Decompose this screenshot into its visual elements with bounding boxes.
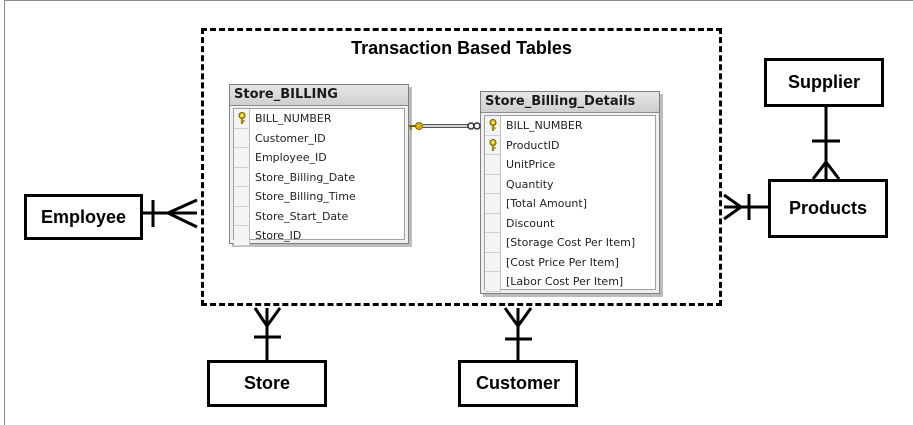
column-name: [Storage Cost Per Item] <box>506 236 636 250</box>
column-row[interactable]: Store_Billing_Time <box>234 187 404 207</box>
products-relationship <box>723 193 768 221</box>
column-selector[interactable] <box>234 226 250 246</box>
column-name: ProductID <box>506 138 560 152</box>
entity-supplier[interactable]: Supplier <box>764 58 884 107</box>
column-selector[interactable] <box>485 233 501 253</box>
entity-customer[interactable]: Customer <box>458 360 578 407</box>
column-row[interactable]: [Total Amount] <box>485 194 655 214</box>
column-selector[interactable] <box>485 194 501 214</box>
column-name: [Total Amount] <box>506 197 587 211</box>
store-relationship <box>253 307 282 360</box>
customer-relationship <box>503 307 533 360</box>
column-selector[interactable] <box>234 128 250 148</box>
entity-employee[interactable]: Employee <box>24 194 143 240</box>
column-name: [Cost Price Per Item] <box>506 255 619 269</box>
column-selector[interactable] <box>485 155 501 175</box>
store-billing-details-table[interactable]: Store_Billing_Details BILL_NUMBER Product… <box>480 91 660 294</box>
supplier-products-relationship <box>811 107 841 180</box>
column-name: Quantity <box>506 177 554 191</box>
transaction-group-boundary <box>201 28 722 306</box>
entity-store[interactable]: Store <box>207 360 327 407</box>
column-name: [Labor Cost Per Item] <box>506 275 624 289</box>
entity-label: Store <box>243 373 290 393</box>
column-name: Discount <box>506 216 555 230</box>
column-row[interactable]: Customer_ID <box>234 128 404 148</box>
column-row[interactable]: BILL_NUMBER <box>485 116 655 136</box>
column-row[interactable]: [Labor Cost Per Item] <box>485 272 655 292</box>
column-name: Store_Billing_Time <box>255 190 356 204</box>
column-row[interactable]: [Cost Price Per Item] <box>485 252 655 272</box>
column-selector[interactable] <box>485 213 501 233</box>
column-row[interactable]: BILL_NUMBER <box>234 109 404 129</box>
column-name: BILL_NUMBER <box>255 112 332 126</box>
table-title: Store_BILLING <box>230 85 408 106</box>
column-list: BILL_NUMBER Customer_ID Employee_ID Store_B… <box>233 108 405 246</box>
column-name: Customer_ID <box>255 131 326 145</box>
column-name: BILL_NUMBER <box>506 119 583 133</box>
column-selector[interactable] <box>485 116 501 136</box>
employee-relationship <box>143 198 198 229</box>
entity-products[interactable]: Products <box>768 179 888 238</box>
column-row[interactable]: Store_ID <box>234 226 404 246</box>
table-relationship-line <box>409 122 481 130</box>
entity-label: Supplier <box>787 72 860 92</box>
column-selector[interactable] <box>485 272 501 292</box>
page-border <box>4 0 913 425</box>
column-row[interactable]: ProductID <box>485 135 655 155</box>
column-row[interactable]: Employee_ID <box>234 148 404 168</box>
column-name: UnitPrice <box>506 158 556 172</box>
column-row[interactable]: [Storage Cost Per Item] <box>485 233 655 253</box>
column-row[interactable]: Store_Billing_Date <box>234 167 404 187</box>
column-selector[interactable] <box>234 187 250 207</box>
table-title: Store_Billing_Details <box>481 92 659 113</box>
column-selector[interactable] <box>234 206 250 226</box>
column-row[interactable]: UnitPrice <box>485 155 655 175</box>
group-title: Transaction Based Tables <box>351 38 572 58</box>
entity-label: Customer <box>475 373 560 393</box>
key-icon <box>238 112 245 125</box>
key-icon <box>489 138 496 151</box>
entity-label: Employee <box>40 206 127 227</box>
column-name: Employee_ID <box>255 151 327 165</box>
column-name: Store_Start_Date <box>255 209 349 223</box>
column-selector[interactable] <box>234 167 250 187</box>
column-selector[interactable] <box>234 148 250 168</box>
entity-label: Products <box>788 198 867 218</box>
column-row[interactable]: Quantity <box>485 174 655 194</box>
column-row[interactable]: Discount <box>485 213 655 233</box>
column-selector[interactable] <box>234 109 250 129</box>
column-selector[interactable] <box>485 174 501 194</box>
store-billing-table[interactable]: Store_BILLING BILL_NUMBER Customer_ID Empl… <box>229 84 409 246</box>
column-row[interactable]: Store_Start_Date <box>234 206 404 226</box>
column-name: Store_Billing_Date <box>255 170 356 184</box>
column-name: Store_ID <box>255 229 302 243</box>
column-selector[interactable] <box>485 135 501 155</box>
key-icon <box>489 119 496 132</box>
column-selector[interactable] <box>485 252 501 272</box>
